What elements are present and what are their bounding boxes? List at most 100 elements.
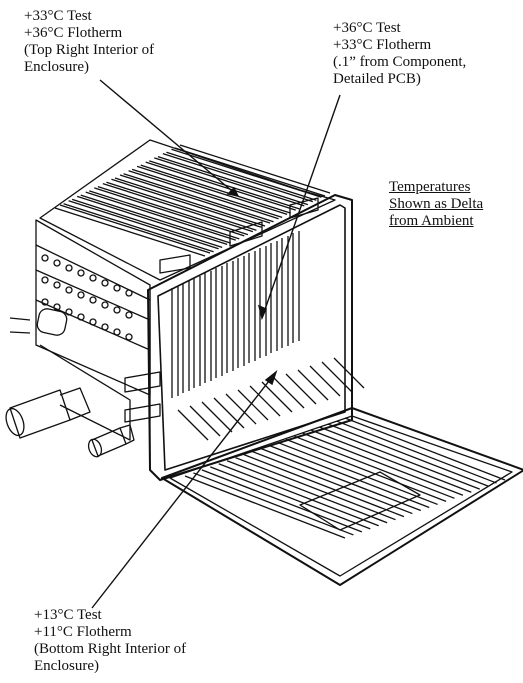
card-rail (177, 409, 209, 441)
card-rail (297, 369, 329, 401)
pointer-lines (91, 79, 341, 609)
open-door (161, 407, 523, 586)
heatsink-fin (68, 200, 219, 250)
heatsink-fin (128, 170, 279, 220)
card-rail (225, 393, 257, 425)
connector-pin (125, 311, 133, 319)
card-rail (333, 357, 365, 389)
connector-pin (89, 296, 97, 304)
connector-pin (77, 269, 85, 277)
annotation-line: (.1” from Component, (333, 54, 467, 70)
heatsink-fin (145, 161, 296, 211)
heatsink-fin (89, 190, 240, 240)
annotation-line: +36°C Flotherm (24, 25, 123, 41)
heatsink-fin (76, 195, 228, 246)
annotation-line: +33°C Flotherm (333, 37, 432, 53)
left-side-panel (5, 219, 151, 458)
door-fin (336, 420, 497, 484)
card-rail (213, 397, 245, 429)
heatsink-fin (114, 177, 266, 227)
connector-pin (53, 259, 61, 267)
heatsink-fin (157, 155, 309, 206)
heatsink-fin (80, 194, 231, 244)
heatsink-fin (85, 191, 236, 241)
door-fin (235, 457, 396, 521)
connector-pin (125, 333, 133, 341)
pcb-cards (171, 231, 300, 398)
card-rail (321, 361, 353, 393)
heatsink-fin (54, 207, 206, 257)
annotation-line: +11°C Flotherm (34, 624, 132, 640)
heatsink-fin (136, 165, 288, 216)
connector-pin (101, 301, 109, 309)
heatsink-fin (166, 151, 317, 201)
annotation-line: +13°C Test (34, 607, 102, 623)
door-fin (268, 444, 430, 509)
connector-pin (53, 303, 61, 311)
card-rail (285, 373, 317, 405)
heatsink-fin (71, 198, 223, 249)
door-fin (319, 426, 480, 490)
annotation-line: Enclosure) (24, 59, 89, 75)
connector-pin (89, 318, 97, 326)
card-rail (309, 365, 341, 397)
heatsink-fin (162, 152, 314, 203)
heatsink-fin (59, 204, 211, 254)
connector-pin (77, 291, 85, 299)
legend-line: Temperatures (389, 179, 471, 195)
connector-pin (41, 276, 49, 284)
annotation-detailed-pcb: +36°C Test +33°C Flotherm (.1” from Comp… (333, 20, 466, 88)
card-rail (249, 385, 281, 417)
card-rail (201, 401, 233, 433)
annotation-line: +33°C Test (24, 8, 92, 24)
connector-pin (41, 254, 49, 262)
legend-line: Shown as Delta (389, 196, 484, 212)
connector-pin (89, 274, 97, 282)
connector-pin (77, 313, 85, 321)
connector-pin (113, 284, 121, 292)
annotation-line: +36°C Test (333, 20, 401, 36)
connector-pin (113, 306, 121, 314)
heatsink-fin (140, 164, 291, 214)
connector-pin (113, 328, 121, 336)
door-fin (252, 450, 413, 515)
annotation-bottom-right-interior: +13°C Test +11°C Flotherm (Bottom Right … (34, 607, 186, 675)
heatsink-fin (131, 168, 283, 219)
door-fin (277, 441, 438, 506)
door-fin (311, 429, 472, 493)
temperature-legend: Temperatures Shown as Delta from Ambient (389, 179, 483, 230)
heatsink-fin (119, 174, 271, 224)
heatsink-fin (179, 144, 331, 194)
connector-pin (53, 281, 61, 289)
card-rail (261, 381, 293, 413)
door-fin (193, 472, 354, 536)
heatsink-fin (123, 173, 274, 223)
front-frame (147, 194, 353, 481)
heatsink-fin (97, 185, 249, 236)
door-fin (302, 432, 464, 496)
annotation-line: Detailed PCB) (333, 71, 421, 87)
hinges (124, 197, 319, 423)
connector-pin (65, 286, 73, 294)
door-fin (285, 438, 447, 502)
connector-pin (65, 264, 73, 272)
door-fin (327, 423, 489, 487)
door-fin (243, 454, 405, 518)
connector-pin (125, 289, 133, 297)
legend-line: from Ambient (389, 213, 474, 229)
heatsink-fin (111, 178, 262, 228)
card-rail (237, 389, 269, 421)
door-fin (218, 463, 379, 527)
card-rail (273, 377, 305, 409)
top-face-outline (39, 139, 336, 281)
door-fin (344, 417, 506, 481)
card-rails (177, 357, 365, 441)
annotation-line: Enclosure) (34, 658, 99, 674)
annotation-line: (Bottom Right Interior of (34, 641, 187, 657)
connector-pin (41, 298, 49, 306)
door-fin (210, 466, 371, 530)
connector-pin (101, 323, 109, 331)
top-heatsink-fins (54, 144, 331, 257)
heatsink-fin (94, 187, 245, 237)
